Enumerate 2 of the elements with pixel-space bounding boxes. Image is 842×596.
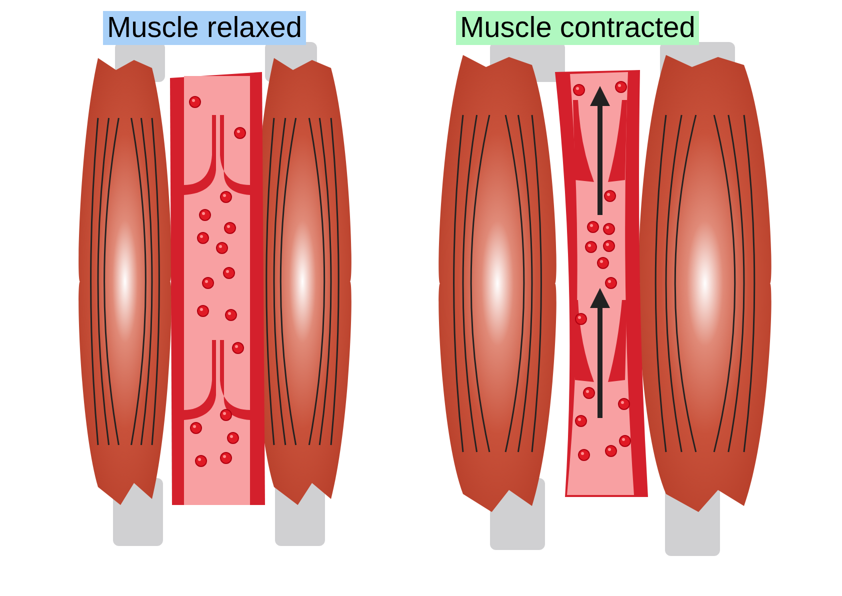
- panel-heading: Muscle relaxed: [103, 11, 306, 45]
- panel-heading: Muscle contracted: [456, 11, 700, 45]
